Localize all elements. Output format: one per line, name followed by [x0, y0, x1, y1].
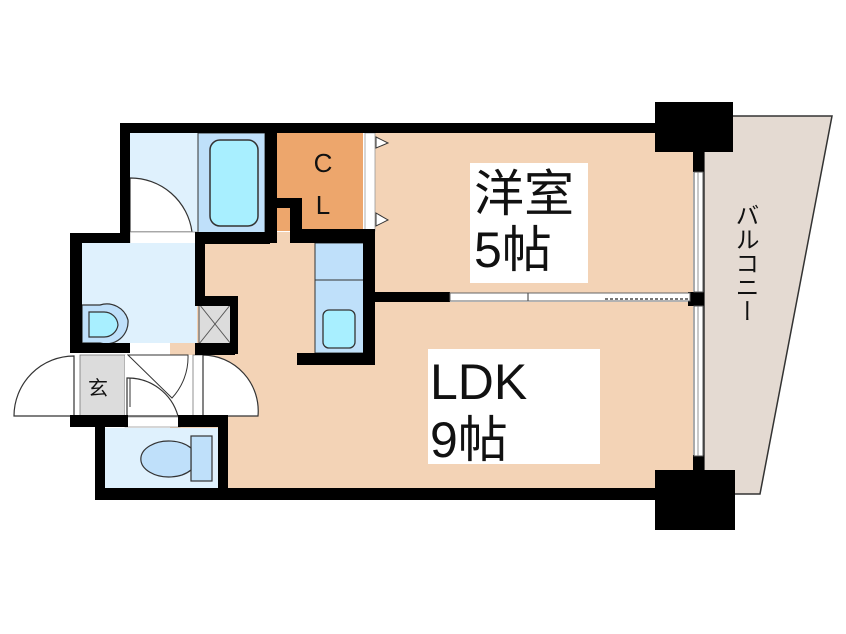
bathtub-icon	[209, 139, 259, 227]
toilet-door-swing	[126, 377, 179, 417]
western-room-label: 洋室 5帖	[470, 163, 588, 283]
ldk-door-swing	[202, 354, 259, 417]
closet-door-hinge-top	[375, 136, 390, 149]
kitchen-sink-icon	[322, 309, 356, 349]
front-door-swing	[13, 355, 75, 417]
walls	[70, 102, 735, 530]
closet-label-l: L	[315, 190, 331, 220]
entrance-threshold	[124, 416, 181, 428]
closet-door-strip	[364, 132, 376, 232]
ldk-label: LDK 9帖	[428, 349, 600, 468]
ldk-name: LDK	[430, 354, 528, 410]
column-top-right	[655, 102, 733, 152]
toilet-bowl-icon	[140, 440, 192, 478]
balcony-area	[703, 115, 833, 495]
column-bottom-right	[655, 470, 735, 530]
window-ldk	[693, 305, 704, 457]
corridor-door-jamb	[192, 354, 204, 418]
ldk-size: 9帖	[430, 412, 508, 468]
bathroom-door-threshold	[129, 231, 199, 245]
closet-label-c: C	[313, 148, 333, 178]
balcony-label: バルコニー	[731, 203, 758, 323]
washbasin-icon	[88, 311, 119, 338]
sliding-door	[449, 292, 691, 302]
window-western-room	[693, 171, 704, 293]
washroom-door-swing	[126, 354, 189, 399]
closet-door-hinge-bottom	[375, 212, 390, 227]
western-room-name: 洋室	[474, 166, 574, 222]
pipe-space-cross-2	[198, 303, 232, 345]
entrance-label: 玄	[88, 378, 108, 400]
western-room-size: 5帖	[474, 222, 552, 278]
toilet-tank	[190, 435, 213, 482]
